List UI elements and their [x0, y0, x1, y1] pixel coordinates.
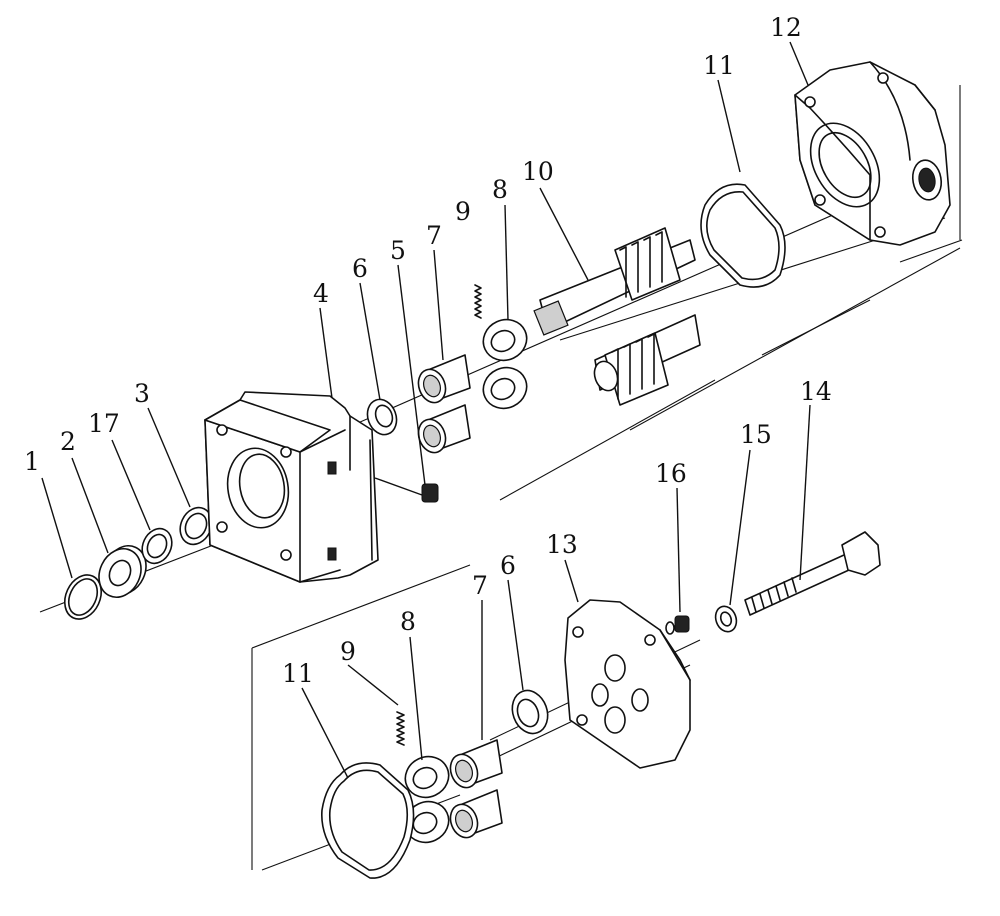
- callout-16: 16: [655, 459, 687, 488]
- part-5-plug-screw: [374, 477, 439, 503]
- callout-6-b: 6: [500, 551, 516, 580]
- part-9-spring-bottom: [396, 711, 405, 746]
- part-14-bolt: [744, 531, 881, 616]
- callout-9-b: 9: [340, 637, 356, 666]
- part-17-washer: [141, 527, 173, 565]
- part-6-thrust-washer-top: [366, 398, 398, 436]
- callout-6: 6: [352, 254, 368, 283]
- part-11-seal-ring-top: [700, 183, 786, 288]
- part-7-needle-bearings-top: [417, 354, 471, 454]
- callout-11: 11: [703, 51, 735, 80]
- callout-15: 15: [740, 420, 772, 449]
- callout-4: 4: [313, 279, 329, 308]
- callout-14: 14: [800, 377, 832, 406]
- part-2-bearing: [98, 545, 147, 598]
- callout-2: 2: [60, 427, 76, 456]
- callout-10: 10: [522, 157, 554, 186]
- callout-17: 17: [88, 409, 120, 438]
- part-8-wear-plate-bottom: [404, 755, 450, 844]
- callout-8-b: 8: [400, 607, 416, 636]
- callout-12: 12: [770, 13, 802, 42]
- leader-lines: [41, 41, 811, 779]
- part-11-seal-ring-bottom: [321, 762, 415, 879]
- part-8-wear-plate-top: [482, 318, 528, 410]
- part-13-cover-plate: [564, 599, 691, 769]
- callout-9: 9: [455, 197, 471, 226]
- callout-8: 8: [492, 175, 508, 204]
- part-7-needle-bearings-bottom: [449, 739, 503, 839]
- part-6-thrust-washer-bottom: [511, 689, 549, 735]
- callout-13: 13: [546, 530, 578, 559]
- part-12-rear-body: [794, 61, 951, 246]
- callout-1: 1: [24, 447, 40, 476]
- part-9-spring-top: [474, 284, 482, 319]
- callout-7-b: 7: [472, 571, 488, 600]
- callout-11-b: 11: [282, 659, 314, 688]
- part-16-plug: [665, 615, 690, 635]
- callout-7: 7: [426, 221, 442, 250]
- callout-3: 3: [134, 379, 150, 408]
- part-10-drive-shaft-gears: [533, 227, 701, 406]
- callout-labels: 1 2 17 3 4 6 5 7 9 8 10 11 12 14 15 16 1…: [24, 13, 832, 688]
- part-15-washer: [714, 605, 738, 633]
- callout-5: 5: [390, 236, 406, 265]
- part-1-snap-ring: [63, 574, 103, 620]
- part-4-flange-housing: [204, 391, 379, 583]
